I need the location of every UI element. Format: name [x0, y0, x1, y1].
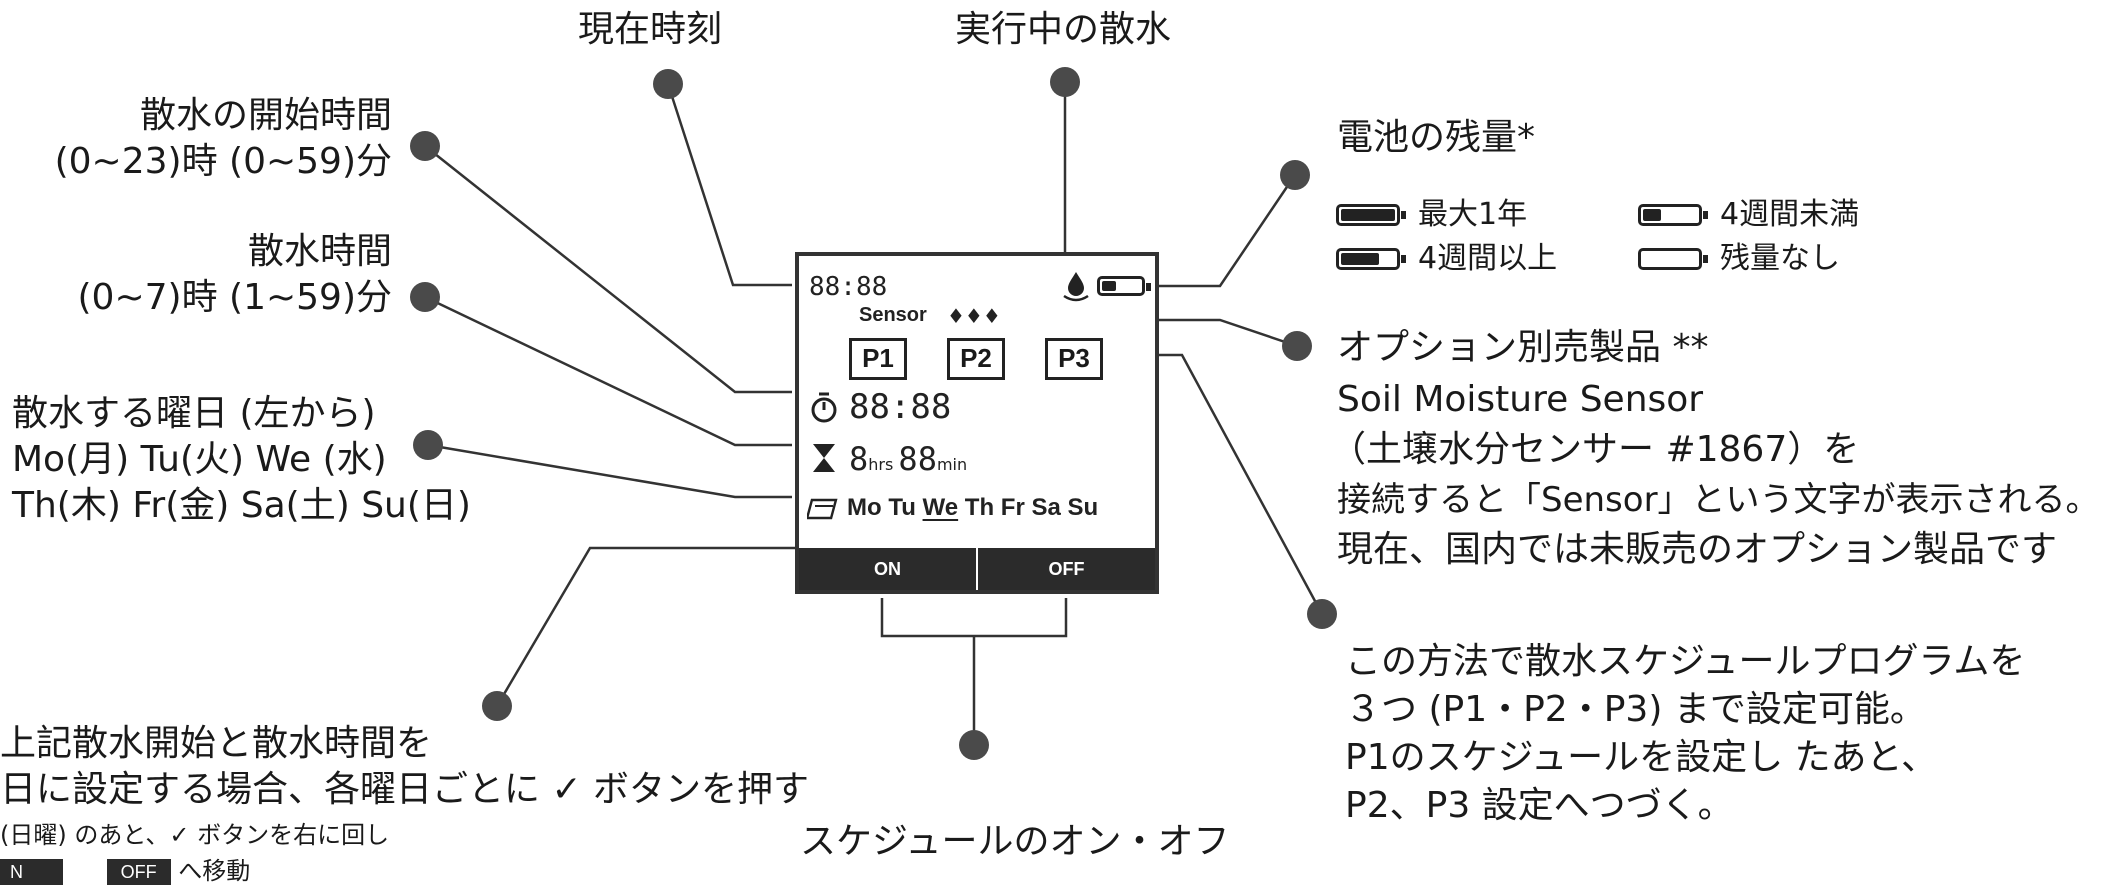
mini-off-badge: OFF — [106, 859, 171, 885]
label-program-2: ３つ (P1・P2・P3) まで設定可能。 — [1345, 689, 1926, 730]
label-battery-full: 最大1年 — [1418, 197, 1528, 232]
lcd-program-p2: P2 — [947, 338, 1005, 380]
lcd-duration-hrs-unit: hrs — [868, 455, 894, 474]
lcd-program-p3: P3 — [1045, 338, 1103, 380]
callout-dot-running — [1050, 67, 1080, 97]
lcd-off-label: OFF — [1048, 559, 1085, 579]
lcd-day: Tu — [888, 494, 916, 521]
lcd-duration: 8hrs 88min — [849, 440, 967, 478]
label-program-1: この方法で散水スケジュールプログラムを — [1345, 641, 2026, 682]
label-option-1: オプション別売製品 ** — [1337, 327, 1709, 368]
label-days-2: Mo(月) Tu(火) We (水) — [12, 439, 387, 480]
lcd-program-p1: P1 — [849, 338, 907, 380]
label-battery-over4: 4週間以上 — [1418, 241, 1558, 276]
callout-dot-duration — [410, 282, 440, 312]
label-start-time-1: 散水の開始時間 — [139, 95, 392, 136]
lcd-sensor-drops: ♦♦♦ — [947, 304, 1001, 328]
water-drop-icon — [1063, 272, 1089, 302]
callout-dot-schedule — [959, 730, 989, 760]
callout-dot-option — [1282, 331, 1312, 361]
callout-dot-program — [1307, 599, 1337, 629]
lcd-clock: 88:88 — [809, 272, 888, 302]
calendar-icon — [807, 498, 838, 520]
callout-dot-days — [413, 430, 443, 460]
callout-dot-set-days — [482, 691, 512, 721]
label-set-days-4: N OFF へ移動 — [0, 856, 250, 886]
lcd-day-selected: We — [922, 494, 959, 521]
hourglass-icon — [813, 444, 835, 472]
label-duration-1: 散水時間 — [247, 231, 392, 272]
lcd-battery-icon — [1097, 276, 1151, 296]
label-duration-2: (0~7)時 (1~59)分 — [77, 277, 392, 318]
mini-on-badge: N — [0, 859, 63, 885]
label-option-4: 接続すると「Sensor」という文字が表示される。 — [1337, 480, 2100, 520]
stopwatch-icon — [811, 392, 837, 423]
lcd-on-label: ON — [799, 548, 978, 590]
battery-under4-icon — [1638, 204, 1708, 226]
lcd-day: Su — [1067, 494, 1099, 521]
lcd-day: Sa — [1031, 494, 1061, 521]
label-program-4: P2、P3 設定へつづく。 — [1345, 785, 1734, 826]
lcd-duration-min-unit: min — [936, 455, 968, 474]
label-battery-empty: 残量なし — [1720, 241, 1840, 276]
label-set-days-1: 上記散水開始と散水時間を — [0, 723, 433, 764]
battery-full-icon — [1336, 204, 1406, 226]
lcd-day: Th — [964, 494, 995, 521]
label-current-time: 現在時刻 — [578, 9, 723, 50]
lcd-day: Mo — [847, 494, 882, 521]
label-days-1: 散水する曜日 (左から) — [12, 393, 376, 434]
lcd-sensor-label: Sensor — [859, 304, 927, 326]
lcd-days: Mo Tu We Th Fr Sa Su — [847, 494, 1098, 522]
label-running-watering: 実行中の散水 — [955, 9, 1172, 50]
label-schedule-onoff: スケジュールのオン・オフ — [800, 821, 1230, 862]
lcd-day: Fr — [1000, 494, 1025, 521]
label-battery-under4: 4週間未満 — [1720, 197, 1860, 232]
label-set-days-3: (日曜) のあと、✓ ボタンを右に回し — [0, 821, 390, 849]
label-set-days-2: 日に設定する場合、各曜日ごとに ✓ ボタンを押す — [0, 769, 810, 810]
label-option-5: 現在、国内では未販売のオプション製品です — [1337, 529, 2058, 570]
label-battery-title: 電池の残量* — [1337, 117, 1536, 158]
mini-tail: へ移動 — [178, 857, 251, 885]
lcd-start-time: 88:88 — [849, 387, 952, 427]
lcd-onoff-bar: ON OFF — [799, 548, 1155, 590]
label-days-3: Th(木) Fr(金) Sa(土) Su(日) — [12, 485, 471, 526]
callout-dot-current-time — [653, 69, 683, 99]
callout-dot-start-time — [410, 131, 440, 161]
battery-empty-icon — [1638, 248, 1708, 270]
label-program-3: P1のスケジュールを設定し たあと、 — [1345, 737, 1938, 778]
label-option-2: Soil Moisture Sensor — [1337, 379, 1704, 420]
lcd-display: 88:88 Sensor ♦♦♦ P1 P2 P3 88:88 8hrs 88m… — [795, 252, 1159, 594]
lcd-duration-min: 88 — [898, 440, 937, 478]
label-start-time-2: (0~23)時 (0~59)分 — [54, 141, 392, 182]
callout-dot-battery — [1280, 160, 1310, 190]
battery-over4-icon — [1336, 248, 1406, 270]
label-option-3: （土壌水分センサー #1867）を — [1330, 429, 1860, 470]
lcd-duration-hrs: 8 — [849, 440, 869, 478]
